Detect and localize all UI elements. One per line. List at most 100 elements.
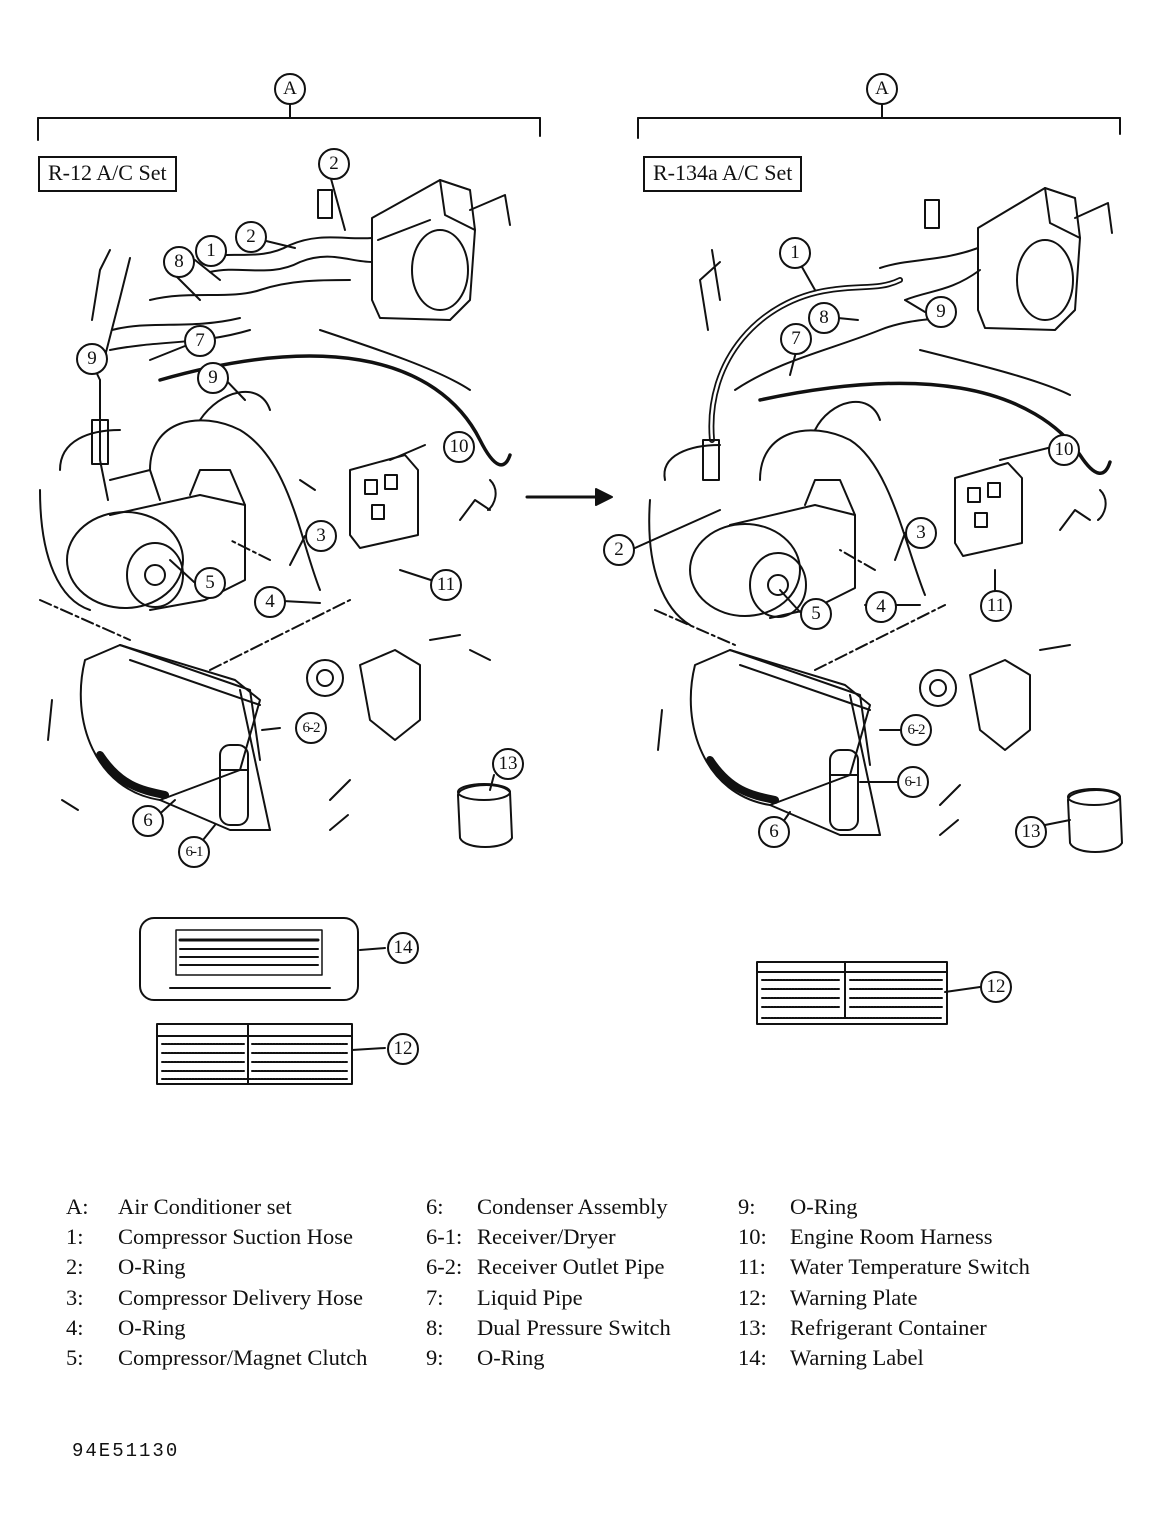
left-callout-14: 14 bbox=[387, 932, 419, 964]
right-callout-1: 1 bbox=[779, 237, 811, 269]
legend-item: 1: Compressor Suction Hose bbox=[66, 1222, 367, 1252]
legend-column-2: 6:Condenser Assembly 6-1:Receiver/Dryer … bbox=[426, 1192, 671, 1373]
legend-key: 8: bbox=[426, 1314, 444, 1340]
legend-text: Condenser Assembly bbox=[477, 1194, 668, 1219]
legend-item: A: Air Conditioner set bbox=[66, 1192, 367, 1222]
legend-item: 3: Compressor Delivery Hose bbox=[66, 1283, 367, 1313]
left-callout-1: 1 bbox=[195, 235, 227, 267]
legend-text: O-Ring bbox=[790, 1194, 858, 1219]
legend-text: Compressor Suction Hose bbox=[118, 1224, 353, 1250]
legend-column-1: A: Air Conditioner set 1: Compressor Sucti… bbox=[66, 1192, 367, 1373]
legend-item: 4: O-Ring bbox=[66, 1313, 367, 1343]
right-callout-3: 3 bbox=[905, 517, 937, 549]
left-callout-2a: 2 bbox=[318, 148, 350, 180]
right-callout-6-2: 6-2 bbox=[900, 714, 932, 746]
left-callout-7: 7 bbox=[184, 325, 216, 357]
warning-plate-12-left-graphic bbox=[156, 1023, 353, 1085]
group-bracket-right bbox=[637, 103, 1121, 139]
legend-text: O-Ring bbox=[477, 1345, 545, 1371]
left-callout-2b: 2 bbox=[235, 221, 267, 253]
legend-key: 4: bbox=[66, 1314, 84, 1340]
legend-item: 12:Warning Plate bbox=[738, 1283, 1030, 1313]
legend-item: 5: Compressor/Magnet Clutch bbox=[66, 1343, 367, 1373]
legend-text: Air Conditioner set bbox=[118, 1194, 292, 1219]
legend-item: 11: Water Temperature Switch bbox=[738, 1252, 1030, 1282]
left-callout-9b: 9 bbox=[197, 362, 229, 394]
legend-text: Water Temperature Switch bbox=[790, 1254, 1030, 1280]
left-callout-8: 8 bbox=[163, 246, 195, 278]
legend-text: Compressor/Magnet Clutch bbox=[118, 1345, 368, 1371]
legend-key: 6-1: bbox=[426, 1224, 463, 1250]
right-callout-2: 2 bbox=[603, 534, 635, 566]
left-callout-6-1: 6-1 bbox=[178, 836, 210, 868]
legend-item: 8: Dual Pressure Switch bbox=[426, 1313, 671, 1343]
legend-text: Warning Plate bbox=[790, 1284, 918, 1310]
right-callout-6-1: 6-1 bbox=[897, 766, 929, 798]
set-label-r12: R-12 A/C Set bbox=[38, 156, 177, 192]
right-callout-5: 5 bbox=[800, 598, 832, 630]
legend-item: 9: O-Ring bbox=[426, 1343, 671, 1373]
left-callout-6-2: 6-2 bbox=[295, 712, 327, 744]
set-label-r134a: R-134a A/C Set bbox=[643, 156, 803, 192]
legend-item: 2: O-Ring bbox=[66, 1252, 367, 1282]
right-callout-12: 12 bbox=[980, 971, 1012, 1003]
legend-item: 6: Condenser Assembly bbox=[426, 1192, 671, 1222]
legend-text: Compressor Delivery Hose bbox=[118, 1284, 363, 1310]
legend-key: 6-2: bbox=[426, 1254, 463, 1280]
group-marker-right: A bbox=[866, 73, 898, 105]
legend-item: 9: O-Ring bbox=[738, 1192, 1030, 1222]
figure-code: 94E51130 bbox=[72, 1440, 180, 1462]
legend-item: 14: Warning Label bbox=[738, 1343, 1030, 1373]
left-callout-5: 5 bbox=[194, 567, 226, 599]
legend-item: 7: Liquid Pipe bbox=[426, 1283, 671, 1313]
right-callout-8: 8 bbox=[808, 302, 840, 334]
left-callout-4: 4 bbox=[254, 586, 286, 618]
legend-key: 13: bbox=[738, 1314, 767, 1340]
right-callout-6: 6 bbox=[758, 816, 790, 848]
legend-key: 9: bbox=[426, 1345, 444, 1371]
right-callout-9: 9 bbox=[925, 296, 957, 328]
legend-item: 13: Refrigerant Container bbox=[738, 1313, 1030, 1343]
legend-item: 6-1: Receiver/Dryer bbox=[426, 1222, 671, 1252]
legend-key: A: bbox=[66, 1194, 89, 1219]
legend-key: 10: bbox=[738, 1224, 767, 1250]
legend-text: Engine Room Harness bbox=[790, 1224, 993, 1250]
left-callout-10: 10 bbox=[443, 431, 475, 463]
legend-key: 7: bbox=[426, 1284, 444, 1310]
group-marker-left: A bbox=[274, 73, 306, 105]
legend-key: 5: bbox=[66, 1345, 84, 1371]
group-bracket-left bbox=[37, 103, 541, 141]
left-callout-11: 11 bbox=[430, 569, 462, 601]
legend-item: 6-2: Receiver Outlet Pipe bbox=[426, 1252, 671, 1282]
left-callout-3: 3 bbox=[305, 520, 337, 552]
legend-key: 1: bbox=[66, 1224, 84, 1250]
legend-key: 14: bbox=[738, 1345, 767, 1371]
right-callout-4: 4 bbox=[865, 591, 897, 623]
right-callout-13: 13 bbox=[1015, 816, 1047, 848]
legend-key: 6: bbox=[426, 1194, 444, 1219]
right-assembly bbox=[634, 187, 1123, 993]
right-callout-10: 10 bbox=[1048, 434, 1080, 466]
legend-text: Liquid Pipe bbox=[477, 1284, 583, 1310]
right-callout-11: 11 bbox=[980, 590, 1012, 622]
left-callout-9a: 9 bbox=[76, 343, 108, 375]
legend-key: 11: bbox=[738, 1254, 766, 1280]
legend-text: Receiver/Dryer bbox=[477, 1224, 616, 1250]
legend-item: 10: Engine Room Harness bbox=[738, 1222, 1030, 1252]
legend-text: Dual Pressure Switch bbox=[477, 1314, 671, 1340]
left-callout-12: 12 bbox=[387, 1033, 419, 1065]
left-callout-6: 6 bbox=[132, 805, 164, 837]
warning-label-14-graphic bbox=[139, 917, 359, 1001]
conversion-arrow bbox=[525, 488, 613, 506]
legend-key: 3: bbox=[66, 1284, 84, 1310]
legend-text: Warning Label bbox=[790, 1345, 924, 1371]
legend-key: 9: bbox=[738, 1194, 756, 1219]
legend-text: Refrigerant Container bbox=[790, 1314, 987, 1340]
legend-text: O-Ring bbox=[118, 1314, 186, 1340]
legend-text: Receiver Outlet Pipe bbox=[477, 1254, 665, 1280]
legend-key: 2: bbox=[66, 1254, 84, 1280]
right-callout-7: 7 bbox=[780, 323, 812, 355]
left-callout-13: 13 bbox=[492, 748, 524, 780]
legend-text: O-Ring bbox=[118, 1254, 186, 1280]
